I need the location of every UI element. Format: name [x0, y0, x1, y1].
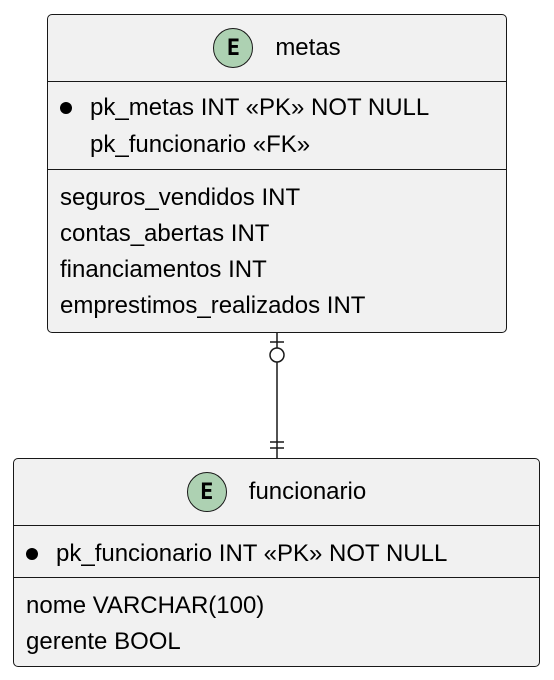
field-row: seguros_vendidos INT [60, 184, 301, 211]
entity-metas-title: metas [275, 34, 341, 61]
header-divider [48, 81, 506, 82]
entity-funcionario-header: E funcionario [14, 459, 539, 525]
entity-badge-icon: E [186, 472, 227, 512]
entity-metas-header: E metas [48, 15, 506, 81]
key-field-row: pk_funcionario INT «PK» NOT NULL [56, 540, 448, 567]
field-row: nome VARCHAR(100) [26, 592, 265, 619]
key-field-row: pk_metas INT «PK» NOT NULL [90, 94, 430, 121]
entity-funcionario-title: funcionario [248, 478, 367, 505]
entity-funcionario: E funcionario pk_funcionario INT «PK» NO… [13, 458, 540, 667]
mandatory-bullet-icon [60, 102, 72, 114]
cardinality-zero-circle [269, 347, 285, 363]
field-row: gerente BOOL [26, 628, 181, 655]
header-divider [14, 525, 539, 526]
field-row: financiamentos INT [60, 256, 267, 283]
field-row: emprestimos_realizados INT [60, 292, 366, 319]
entity-metas: E metas pk_metas INT «PK» NOT NULL pk_fu… [47, 14, 507, 333]
entity-badge-icon: E [213, 28, 254, 68]
field-row: contas_abertas INT [60, 220, 270, 247]
fields-divider [14, 577, 539, 578]
mandatory-bullet-icon [26, 548, 38, 560]
key-field-row: pk_funcionario «FK» [90, 131, 311, 158]
fields-divider [48, 169, 506, 170]
